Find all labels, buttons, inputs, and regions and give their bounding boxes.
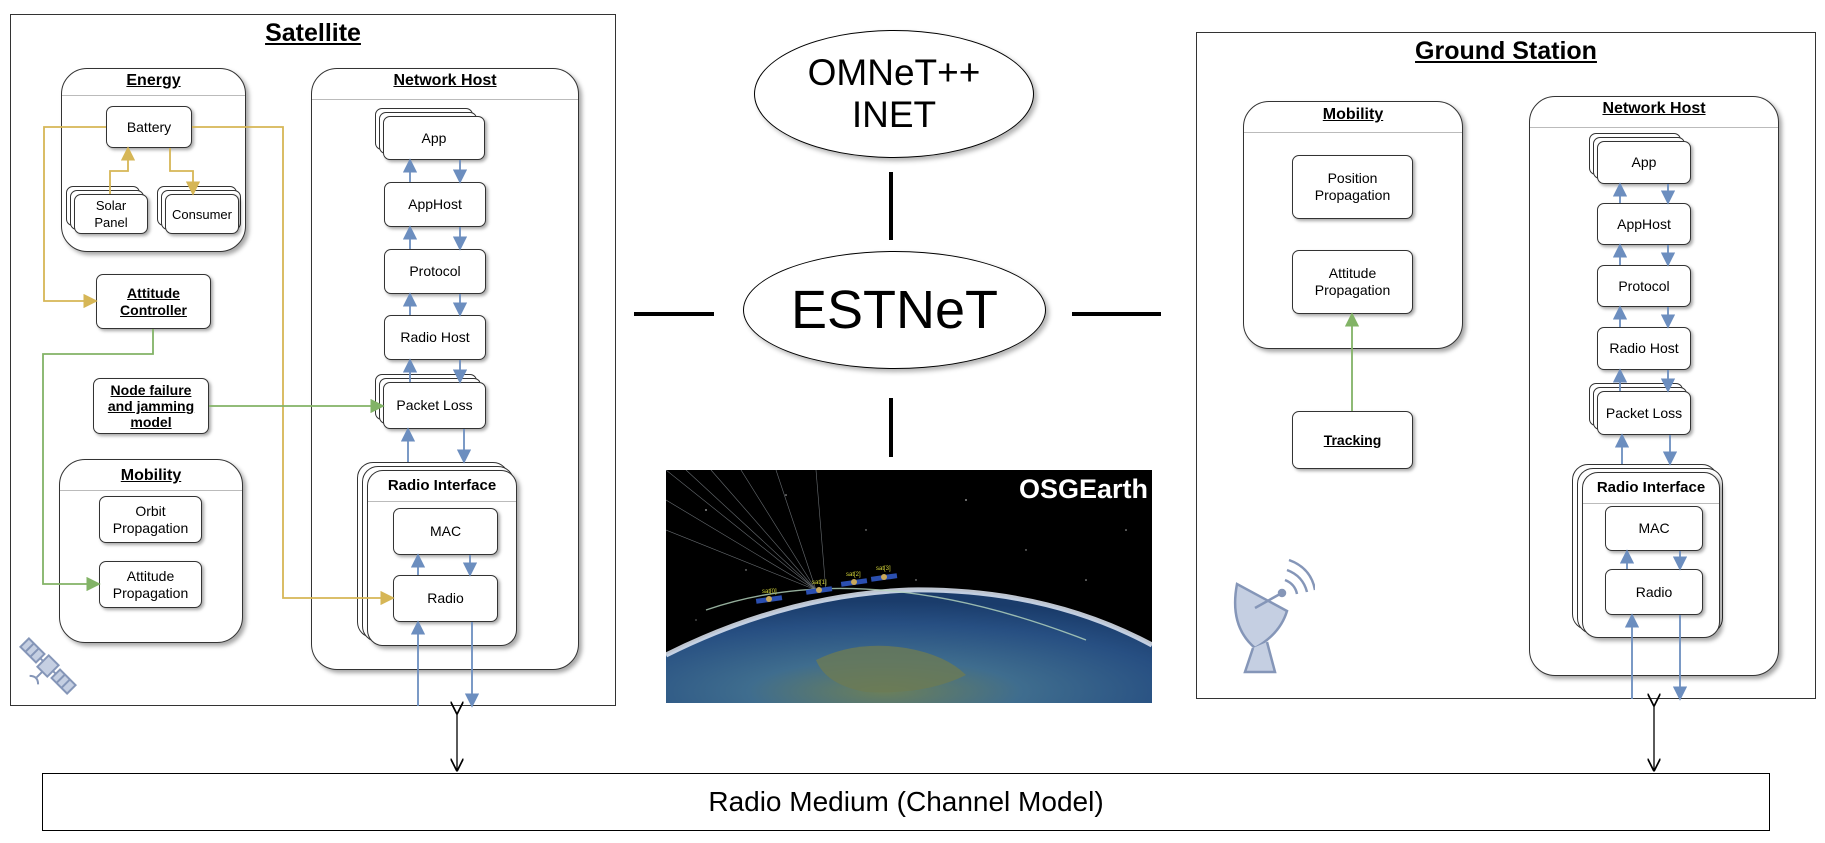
battery-box[interactable]: Battery [106,106,192,148]
svg-text:sat[2]: sat[2] [846,572,861,578]
position-propagation-box[interactable]: Position Propagation [1292,155,1413,219]
sat-protocol-box[interactable]: Protocol [384,249,486,294]
osgearth-label: OSGEarth [1018,474,1148,504]
gs-protocol-box[interactable]: Protocol [1597,265,1691,307]
attitude-controller-box[interactable]: Attitude Controller [96,274,211,329]
solar-panel-box[interactable]: Solar Panel [74,194,148,234]
earth-globe-image: sat[0] sat[1] sat[2] sat[3] [666,470,1152,703]
satellite-mobility-title: Mobility [60,460,242,491]
ground-mobility-group: Mobility [1243,101,1463,349]
gs-apphost-box[interactable]: AppHost [1597,203,1691,245]
radio-medium-label: Radio Medium (Channel Model) [708,786,1104,817]
gs-radiohost-box[interactable]: Radio Host [1597,327,1691,370]
estnet-ellipse: ESTNeT [743,251,1046,369]
osgearth-view: sat[0] sat[1] sat[2] sat[3] OSGEarth [666,470,1152,703]
sat-app-box[interactable]: App [383,116,485,160]
sat-radio-interface-title: Radio Interface [368,471,516,502]
gs-app-box[interactable]: App [1597,141,1691,184]
sat-packetloss-box[interactable]: Packet Loss [383,382,486,429]
omnet-inet-ellipse: OMNeT++ INET [754,30,1034,158]
ground-network-host-title: Network Host [1530,97,1778,128]
node-failure-box[interactable]: Node failure and jamming model [93,378,209,434]
svg-text:sat[1]: sat[1] [812,580,827,586]
tracking-box[interactable]: Tracking [1292,411,1413,469]
satellite-network-host-title: Network Host [312,69,578,100]
consumer-box[interactable]: Consumer [165,194,239,234]
ground-station-dish-icon [1233,558,1315,674]
ground-station-title: Ground Station [1415,37,1597,65]
satellite-title: Satellite [265,19,361,47]
satellite-attitude-propagation-box[interactable]: Attitude Propagation [99,561,202,608]
sat-radiohost-box[interactable]: Radio Host [384,315,486,360]
radio-medium-box: Radio Medium (Channel Model) [42,773,1770,831]
gs-radio-box[interactable]: Radio [1605,569,1703,615]
sat-mac-box[interactable]: MAC [393,508,498,555]
energy-title: Energy [62,69,245,96]
svg-text:sat[0]: sat[0] [762,589,777,595]
sat-radio-box[interactable]: Radio [393,575,498,622]
satellite-icon [19,637,77,695]
satellite-mobility-group: Mobility [59,459,243,643]
ground-mobility-title: Mobility [1244,102,1462,133]
orbit-propagation-box[interactable]: Orbit Propagation [99,496,202,543]
ground-attitude-propagation-box[interactable]: Attitude Propagation [1292,250,1413,314]
svg-text:sat[3]: sat[3] [876,566,891,572]
sat-apphost-box[interactable]: AppHost [384,182,486,227]
gs-mac-box[interactable]: MAC [1605,506,1703,551]
gs-packetloss-box[interactable]: Packet Loss [1597,391,1691,435]
gs-radio-interface-title: Radio Interface [1583,473,1719,504]
